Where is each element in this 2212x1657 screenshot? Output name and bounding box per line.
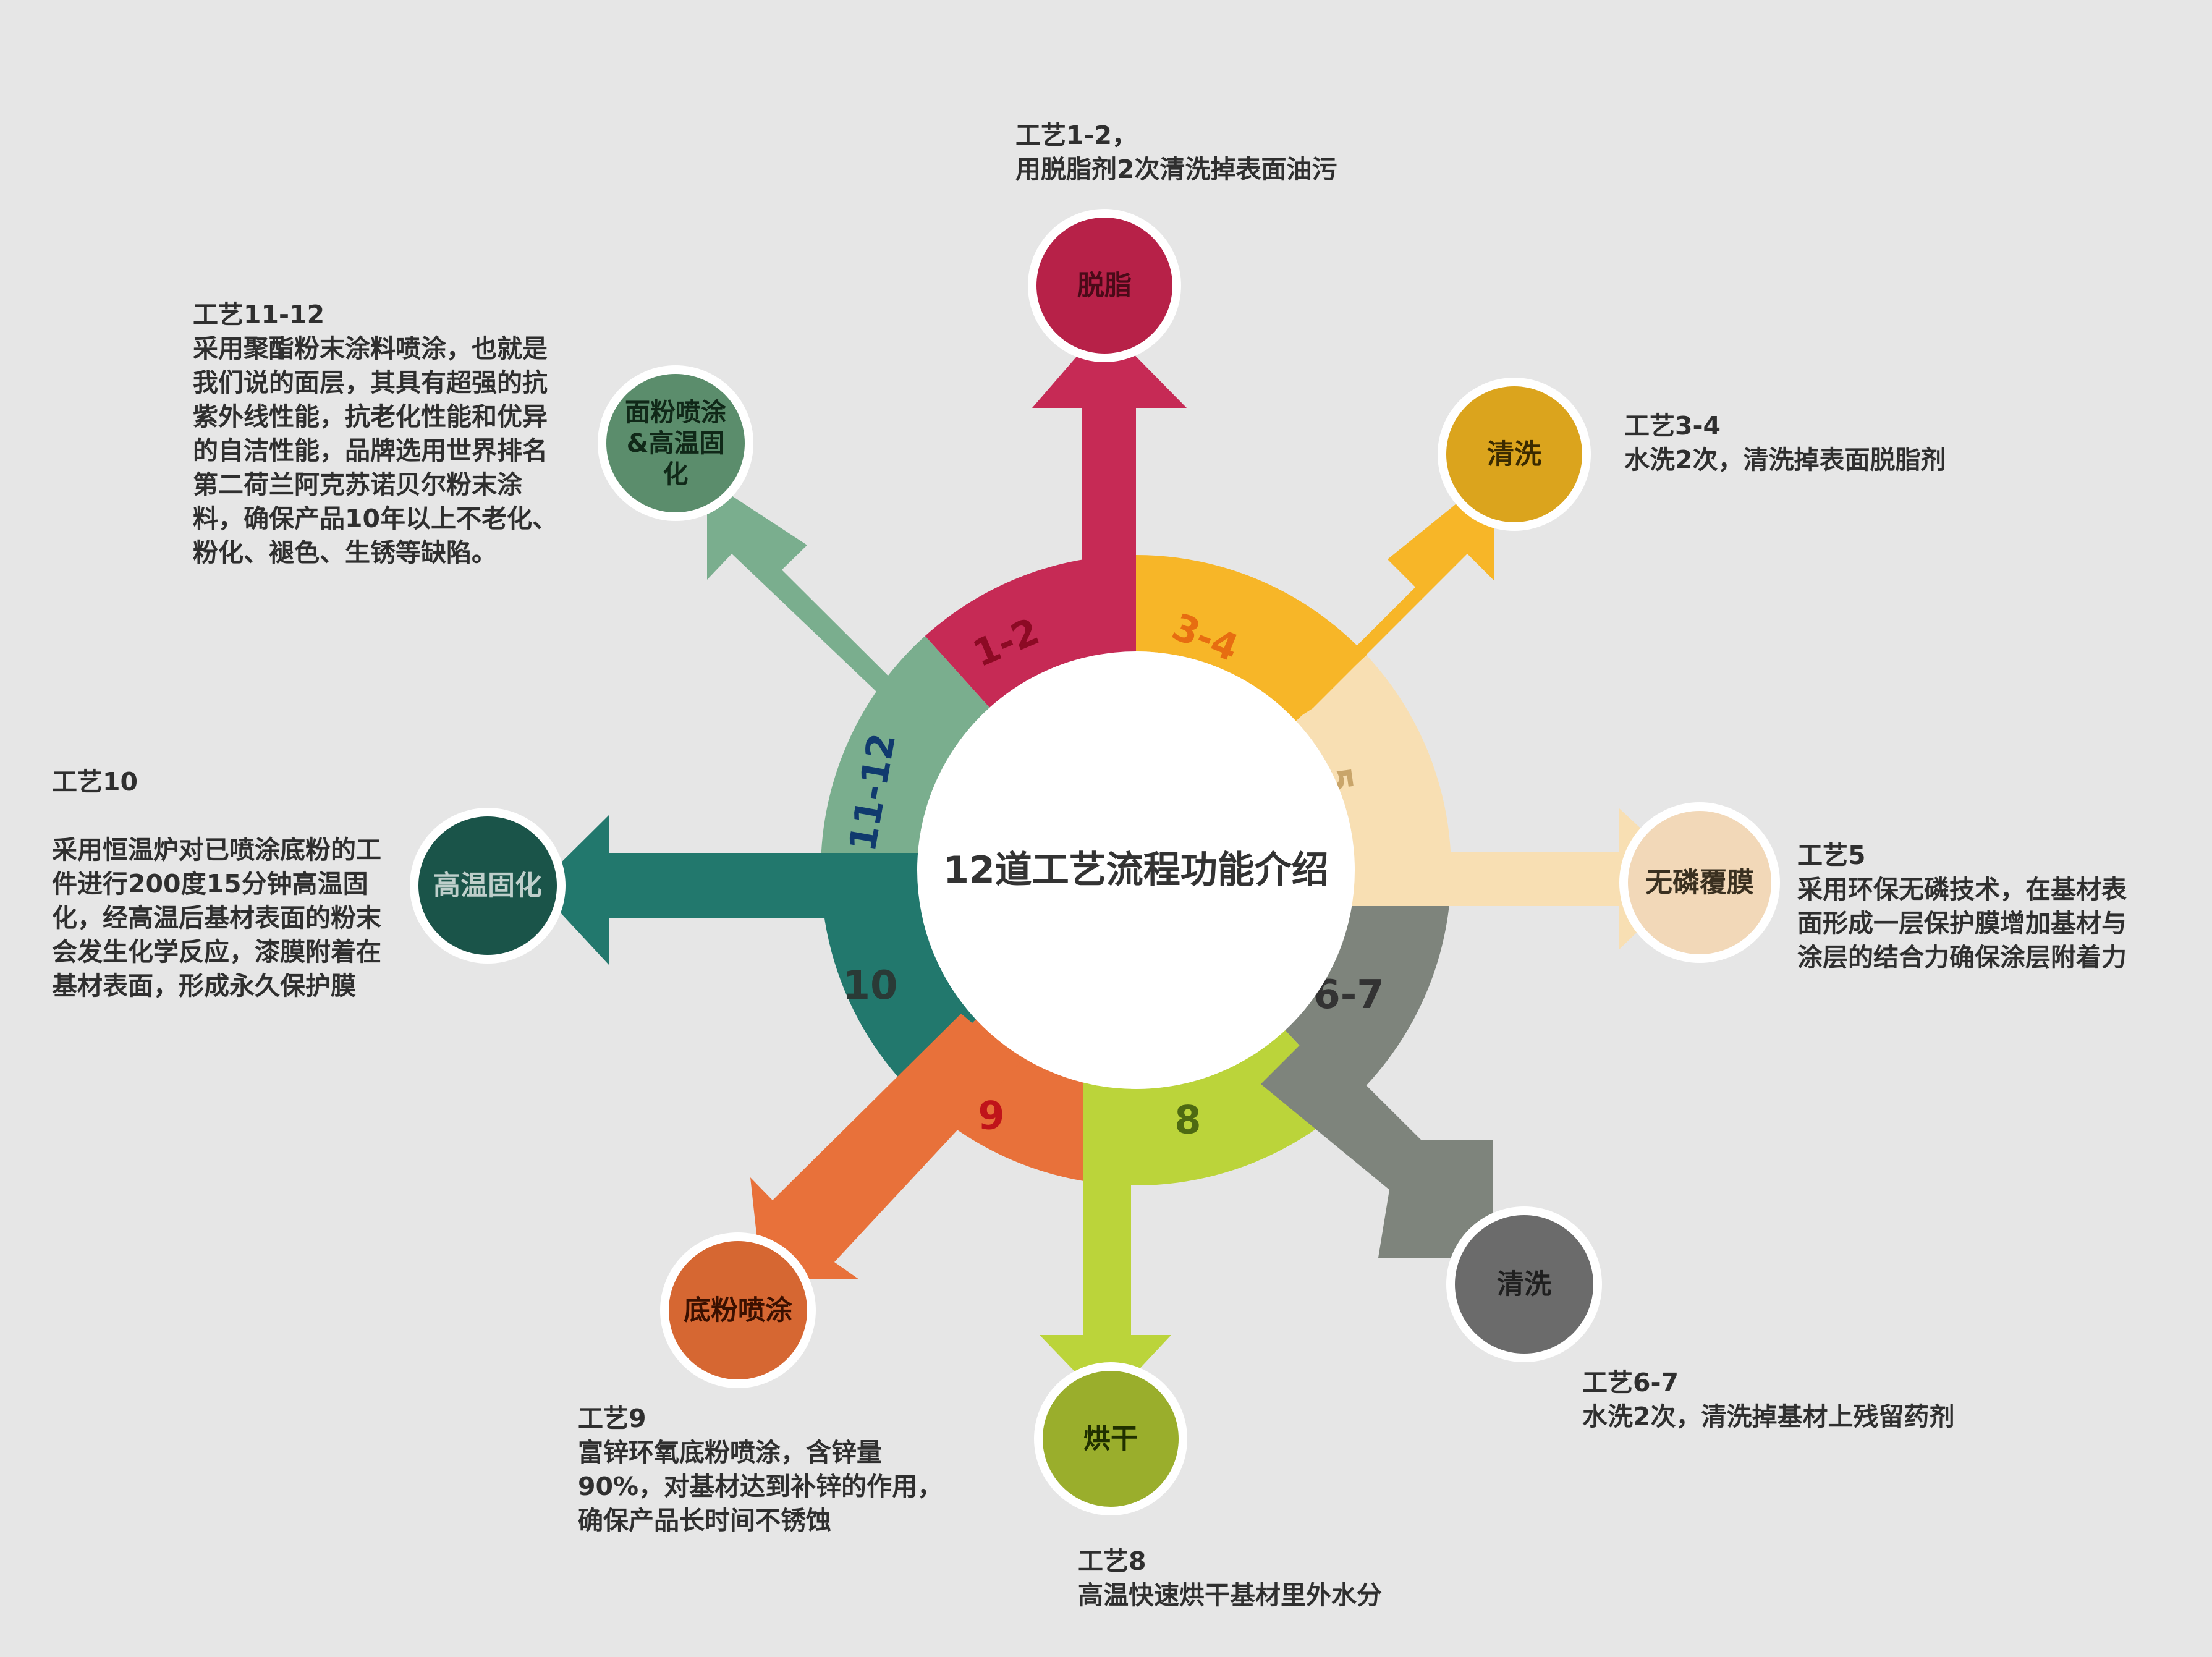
description-line: 水洗2次，清洗掉基材上残留药剂 (1582, 1402, 1955, 1431)
sector-label-10: 10 (842, 963, 897, 1009)
sector-11-12 (821, 635, 990, 863)
sector-label-8: 8 (1174, 1098, 1201, 1143)
node-8 (1043, 1371, 1179, 1507)
description-line: 工艺3-4 (1624, 411, 1721, 441)
node-label-6-7: 清洗 (1497, 1269, 1551, 1300)
center-title: 12道工艺流程功能介绍 (943, 849, 1329, 892)
node-label-10: 高温固化 (433, 870, 542, 902)
node-label-9: 底粉喷涂 (684, 1295, 792, 1326)
sector-3-4 (1136, 555, 1367, 721)
arrow-11-12 (707, 480, 941, 728)
arrow-6-7 (1261, 1032, 1493, 1258)
description-line: 件进行200度15分钟高温固 (52, 869, 368, 899)
description-line: 水洗2次，清洗掉表面脱脂剂 (1624, 445, 1946, 475)
node-6-7 (1455, 1215, 1593, 1354)
arrow-3-4 (1261, 473, 1494, 742)
description-1-2: 工艺1-2， 用脱脂剂2次清洗掉表面油污 (1015, 119, 1337, 187)
description-line: 用脱脂剂2次清洗掉表面油污 (1015, 155, 1337, 184)
description-line: 面形成一层保护膜增加基材与 (1797, 909, 2127, 938)
node-label-3-4: 清洗 (1487, 439, 1541, 470)
node-9 (669, 1241, 807, 1379)
description-line: 粉化、褪色、生锈等缺陷。 (193, 538, 497, 567)
description-line: 高温快速烘干基材里外水分 (1078, 1580, 1382, 1610)
description-line: 基材表面，形成永久保护膜 (52, 971, 356, 1001)
node-label-5: 无磷覆膜 (1645, 867, 1754, 899)
description-line (52, 799, 381, 833)
description-line: 的自洁性能，品牌选用世界排名 (193, 436, 548, 465)
node-label-11-12: 面粉喷涂 (625, 397, 726, 427)
node-1-2 (1036, 218, 1172, 354)
arrow-5 (1347, 808, 1693, 949)
description-10: 工艺10 采用恒温炉对已喷涂底粉的工件进行200度15分钟高温固化，经高温后基材… (52, 765, 381, 1003)
node-3-4 (1446, 386, 1582, 522)
node-label-8: 烘干 (1083, 1423, 1138, 1455)
description-line: 采用聚酯粉末涂料喷涂，也就是 (193, 334, 548, 363)
arrow-10 (536, 815, 952, 965)
description-line: 第二荷兰阿克苏诺贝尔粉末涂 (193, 470, 522, 499)
node-label-1-2: 脱脂 (1077, 270, 1132, 302)
description-line: 采用环保无磷技术，在基材表 (1797, 875, 2127, 904)
description-3-4: 工艺3-4 水洗2次，清洗掉表面脱脂剂 (1624, 409, 1946, 477)
description-line: 工艺10 (52, 767, 138, 797)
description-line: 富锌环氧底粉喷涂，含锌量 (578, 1438, 882, 1467)
arrow-1-2 (1032, 324, 1187, 859)
node-10 (418, 816, 557, 955)
description-line: 紫外线性能，抗老化性能和优异 (193, 402, 548, 431)
description-line: 我们说的面层，其具有超强的抗 (193, 368, 548, 397)
node-11-12 (606, 374, 745, 512)
description-line: 工艺8 (1078, 1546, 1146, 1576)
description-9: 工艺9 富锌环氧底粉喷涂，含锌量 90%，对基材达到补锌的作用， 确保产品长时间不锈蚀 (578, 1402, 943, 1538)
description-line: 化，经高温后基材表面的粉末 (52, 903, 381, 933)
description-line: 工艺1-2， (1015, 121, 1138, 150)
description-11-12: 工艺11-12 采用聚酯粉末涂料喷涂，也就是我们说的面层，其具有超强的抗紫外线性能… (193, 298, 557, 570)
node-label-11-12: &高温固 (627, 428, 725, 458)
sector-5 (1295, 655, 1451, 887)
description-line: 会发生化学反应，漆膜附着在 (52, 937, 381, 967)
description-line: 料，确保产品10年以上不老化、 (193, 504, 558, 533)
center-disc (917, 651, 1355, 1089)
node-5 (1628, 811, 1771, 954)
arrow-9 (750, 1014, 1020, 1279)
description-5: 工艺5 采用环保无磷技术，在基材表面形成一层保护膜增加基材与涂层的结合力确保涂层附… (1797, 839, 2127, 975)
description-line: 工艺11-12 (193, 300, 325, 329)
description-line: 工艺9 (578, 1404, 646, 1433)
description-line: 工艺5 (1797, 841, 1866, 870)
description-6-7: 工艺6-7 水洗2次，清洗掉基材上残留药剂 (1582, 1366, 1955, 1434)
description-8: 工艺8 高温快速烘干基材里外水分 (1078, 1545, 1382, 1613)
description-line: 90%，对基材达到补锌的作用， (578, 1472, 943, 1501)
description-line: 工艺6-7 (1582, 1368, 1679, 1397)
description-line: 采用恒温炉对已喷涂底粉的工 (52, 835, 381, 865)
description-line: 确保产品长时间不锈蚀 (578, 1506, 831, 1535)
arrow-8 (1040, 1051, 1171, 1404)
description-line: 涂层的结合力确保涂层附着力 (1797, 943, 2127, 972)
node-label-11-12: 化 (663, 459, 689, 489)
